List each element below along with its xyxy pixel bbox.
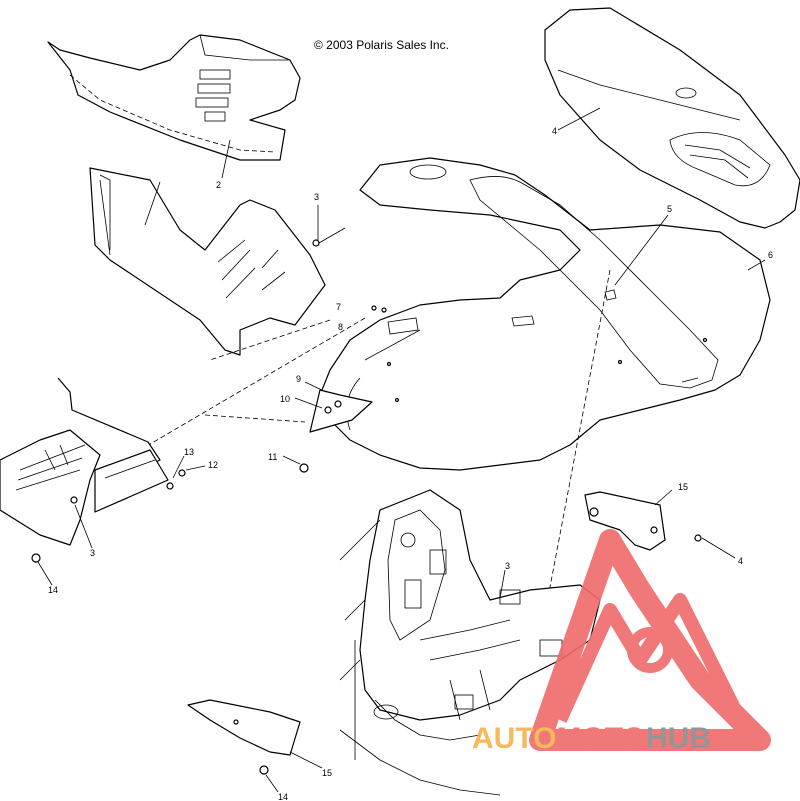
callout-15-right: 15 bbox=[678, 482, 688, 492]
callout-12: 12 bbox=[208, 460, 218, 470]
callout-14-left-group: 14 bbox=[31, 553, 58, 595]
watermark-text: AUTOMOTOHUB bbox=[472, 722, 711, 755]
callout-2: 2 bbox=[216, 180, 221, 190]
callout-9: 9 bbox=[296, 374, 301, 384]
callout-4-top: 4 bbox=[552, 126, 557, 136]
part-15-right-bracket: 15 bbox=[584, 482, 688, 551]
callout-4-right-group: 4 bbox=[694, 534, 743, 566]
callout-3-left: 3 bbox=[90, 548, 95, 558]
callout-4-right: 4 bbox=[738, 556, 743, 566]
callout-15-bottom: 15 bbox=[322, 768, 332, 778]
watermark-logo: AUTOMOTOHUB bbox=[472, 529, 771, 755]
callout-5-group: 5 bbox=[614, 204, 672, 286]
dashed-leader-2 bbox=[204, 414, 306, 423]
part-15-bottom-bracket: 15 bbox=[187, 699, 332, 778]
callout-3-frame: 3 bbox=[505, 561, 510, 571]
callout-6: 6 bbox=[768, 250, 773, 260]
callout-13: 13 bbox=[184, 447, 194, 457]
callout-11: 11 bbox=[268, 452, 277, 462]
watermark-text-auto: AUTO bbox=[472, 722, 556, 755]
callout-8-group: 8 bbox=[338, 317, 419, 335]
left-side-panel bbox=[89, 167, 326, 356]
dashed-leader-4 bbox=[209, 319, 331, 361]
callout-14-bottom-group: 14 bbox=[259, 765, 288, 801]
callout-6-group: 6 bbox=[747, 250, 773, 271]
watermark-text-hub: HUB bbox=[646, 722, 711, 755]
dashed-leader-1 bbox=[139, 317, 366, 451]
callout-7: 7 bbox=[336, 302, 341, 312]
callout-10: 10 bbox=[280, 394, 290, 404]
front-fender-assembly bbox=[319, 157, 771, 471]
callout-3-top: 3 bbox=[314, 192, 319, 202]
watermark-text-moto: MOTO bbox=[556, 722, 645, 755]
callout-14-bottom: 14 bbox=[278, 792, 288, 801]
part-3-fastener-top: 3 bbox=[312, 192, 346, 247]
part-4-front-cover: 4 bbox=[544, 7, 800, 229]
callout-8: 8 bbox=[338, 322, 343, 332]
frame-structure: 3 bbox=[339, 489, 601, 796]
callout-11-group: 11 bbox=[268, 452, 309, 473]
callout-7-group: 7 bbox=[336, 302, 387, 313]
part-2-side-panel: 2 bbox=[47, 34, 301, 190]
callout-5: 5 bbox=[667, 204, 672, 214]
callout-14-left: 14 bbox=[48, 585, 58, 595]
left-footrest: 3 13 12 bbox=[0, 377, 218, 558]
fender-bracket: 9 10 bbox=[280, 374, 373, 433]
dashed-leader-3 bbox=[539, 269, 611, 641]
copyright-text: © 2003 Polaris Sales Inc. bbox=[314, 38, 449, 52]
